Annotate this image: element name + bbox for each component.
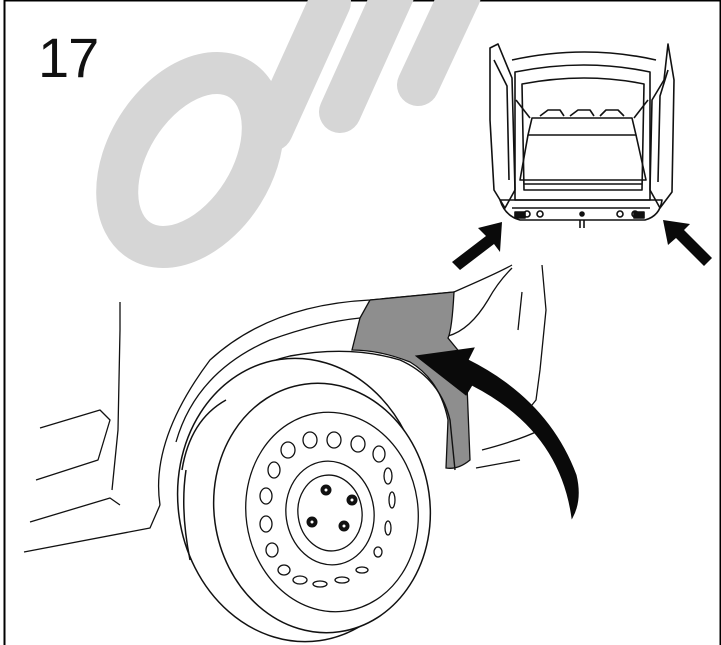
wheel-arch-liner bbox=[351, 291, 471, 469]
rear-van-inset bbox=[489, 43, 675, 228]
wheel-tire bbox=[176, 357, 432, 643]
lug-nuts bbox=[306, 484, 358, 532]
vehicle-body-outline bbox=[23, 264, 547, 553]
curved-arrow bbox=[414, 347, 579, 520]
pointer-arrow-left bbox=[452, 222, 502, 270]
pointer-arrow-right bbox=[663, 220, 712, 266]
step-number: 17 bbox=[38, 26, 99, 89]
wheel-rim bbox=[245, 411, 419, 613]
watermark bbox=[96, 0, 481, 269]
